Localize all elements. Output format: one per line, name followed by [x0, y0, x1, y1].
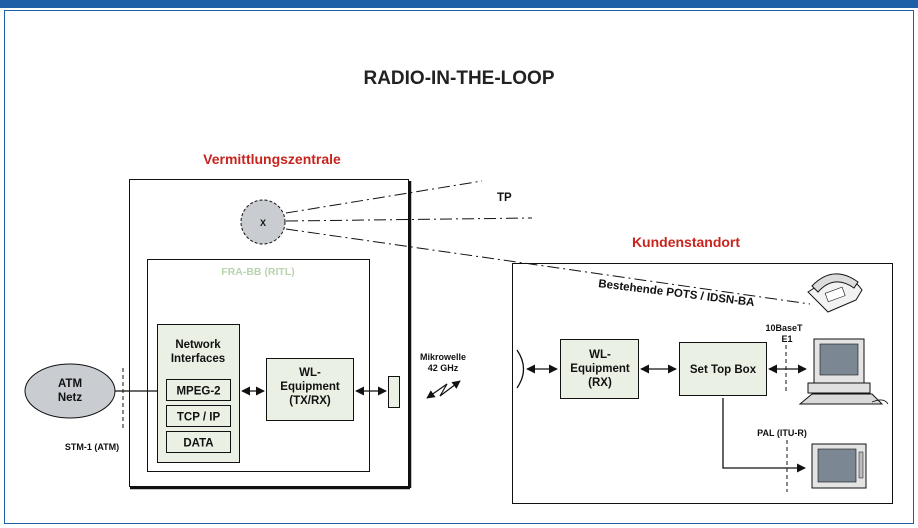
customer-site-box	[512, 263, 893, 504]
central-office-title: Vermittlungszentrale	[203, 151, 341, 167]
microwave-line2: 42 GHz	[428, 363, 459, 373]
wl-rx-line3: (RX)	[588, 377, 612, 389]
antenna-rx	[516, 349, 525, 389]
atm-network-line2: Netz	[58, 392, 83, 404]
central-office-box	[129, 179, 409, 487]
interface-item-mpeg2-label: MPEG-2	[176, 386, 220, 398]
set-top-box	[679, 342, 767, 396]
stm1-label: STM-1 (ATM)	[65, 442, 119, 452]
fra-bb-box	[147, 259, 370, 472]
tp-label: TP	[497, 192, 512, 204]
interface-item-tcpip-label: TCP / IP	[177, 412, 221, 424]
wl-equipment-rx	[560, 339, 639, 399]
microwave-line1: Mikrowelle	[420, 352, 466, 362]
interface-item-tcpip	[166, 405, 231, 427]
page-title: RADIO-IN-THE-LOOP	[363, 68, 554, 89]
wl-equipment-txrx	[266, 358, 354, 421]
tv-link-label: PAL (ITU-R)	[757, 428, 807, 438]
wl-txrx-line1: WL-	[299, 367, 321, 379]
interface-item-data-label: DATA	[183, 438, 213, 450]
network-interfaces-label-1: Network	[175, 339, 221, 351]
outer-frame	[4, 10, 914, 524]
tp-switch-symbol: X	[260, 218, 266, 228]
pots-label: Bestehende POTS / IDSN-BA	[598, 278, 755, 309]
pc-link-line2: E1	[781, 334, 792, 344]
customer-site-title: Kundenstandort	[632, 234, 740, 250]
interface-item-data	[166, 431, 231, 453]
atm-network-ellipse	[24, 363, 116, 419]
network-interfaces-label-2: Interfaces	[171, 353, 225, 365]
television-icon	[811, 443, 867, 489]
top-color-bar	[0, 0, 918, 8]
pc-link-line1: 10BaseT	[765, 323, 803, 333]
microwave-link-icon	[426, 380, 461, 399]
interface-item-mpeg2	[166, 379, 231, 401]
computer-icon	[798, 338, 889, 405]
wl-txrx-line2: Equipment	[280, 381, 340, 393]
antenna-tx	[388, 376, 400, 408]
tp-switch-cloud	[240, 199, 286, 245]
fra-bb-label: FRA-BB (RITL)	[221, 266, 294, 278]
wl-rx-line1: WL-	[589, 349, 611, 361]
wl-txrx-line3: (TX/RX)	[289, 395, 331, 407]
wl-rx-line2: Equipment	[570, 363, 630, 375]
set-top-box-label: Set Top Box	[690, 364, 757, 376]
telephone-icon	[807, 273, 863, 313]
atm-network-line1: ATM	[58, 378, 82, 390]
